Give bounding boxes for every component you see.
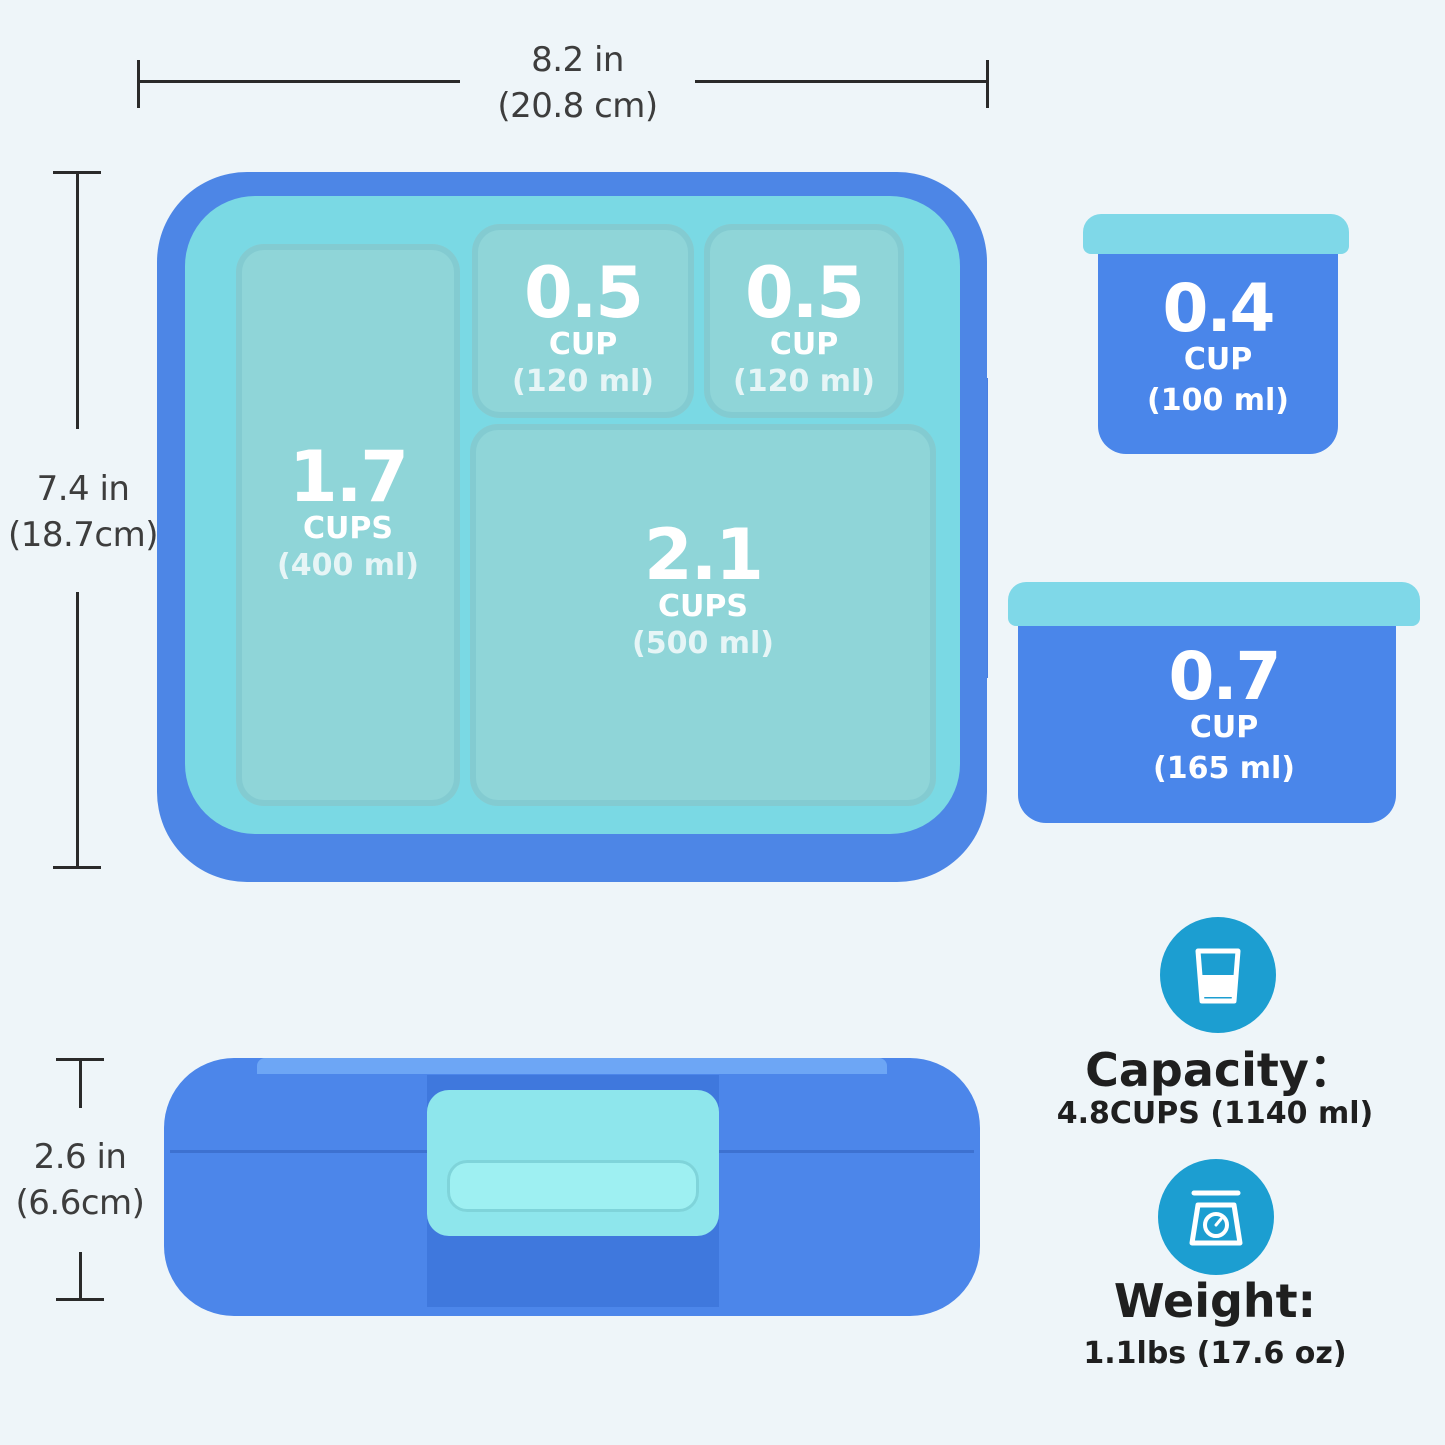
compartment-ml: (400 ml) <box>276 548 420 583</box>
height-dimension-label: 2.6 in (6.6cm) <box>6 1134 154 1226</box>
compartment-unit: CUPS <box>303 511 393 546</box>
length-dimension-line-top <box>76 171 79 429</box>
length-inches: 7.4 in <box>36 469 130 509</box>
scale-icon <box>1158 1159 1274 1275</box>
container-unit: CUP <box>1189 710 1259 745</box>
width-dimension-tick-left <box>137 60 140 108</box>
length-cm: (18.7cm) <box>7 515 159 555</box>
glass-icon <box>1160 917 1276 1033</box>
height-dimension-line-bottom <box>79 1252 82 1300</box>
compartment-large-right: 2.1 CUPS (500 ml) <box>470 424 936 806</box>
compartment-large-left: 1.7 CUPS (400 ml) <box>236 244 460 806</box>
container-ml: (165 ml) <box>1152 751 1296 786</box>
length-dimension-label: 7.4 in (18.7cm) <box>4 466 162 558</box>
compartment-small-1: 0.5 CUP (120 ml) <box>472 224 694 418</box>
bento-box-side-lid-edge <box>257 1058 887 1074</box>
container-unit: CUP <box>1183 342 1253 377</box>
compartment-ml: (500 ml) <box>631 626 775 661</box>
width-cm: (20.8 cm) <box>497 86 658 126</box>
container-medium-label: 0.7 CUP (165 ml) <box>1028 644 1420 792</box>
container-amount: 0.4 <box>1162 270 1276 347</box>
compartment-ml: (120 ml) <box>511 364 655 399</box>
width-dimension-label: 8.2 in (20.8 cm) <box>460 37 695 129</box>
compartment-amount: 1.7 <box>288 436 409 518</box>
height-dimension-line-top <box>79 1058 82 1108</box>
height-cm: (6.6cm) <box>15 1183 145 1223</box>
width-dimension-line-right <box>695 80 988 83</box>
capacity-title: Capacity： <box>1085 1043 1355 1097</box>
container-ml: (100 ml) <box>1146 383 1290 418</box>
compartment-unit: CUPS <box>658 589 748 624</box>
box-front-latch <box>420 836 720 882</box>
bento-box-clasp-grip <box>447 1160 699 1212</box>
height-inches: 2.6 in <box>33 1137 127 1177</box>
compartment-small-2: 0.5 CUP (120 ml) <box>704 224 904 418</box>
compartment-amount: 0.5 <box>744 252 865 334</box>
container-medium <box>1018 605 1396 823</box>
width-inches: 8.2 in <box>531 40 624 80</box>
container-small <box>1098 238 1338 454</box>
width-dimension-line-left <box>138 80 460 83</box>
compartment-amount: 0.5 <box>523 252 644 334</box>
container-amount: 0.7 <box>1168 638 1282 715</box>
width-dimension-tick-right <box>986 60 989 108</box>
compartment-ml: (120 ml) <box>732 364 876 399</box>
compartment-unit: CUP <box>769 327 839 362</box>
length-dimension-line-bottom <box>76 592 79 868</box>
container-medium-lid <box>1008 582 1420 626</box>
container-small-lid <box>1083 214 1349 254</box>
compartment-unit: CUP <box>548 327 618 362</box>
capacity-value: 4.8CUPS (1140 ml) <box>1056 1096 1374 1131</box>
length-dimension-tick-bottom <box>53 866 101 869</box>
container-small-label: 0.4 CUP (100 ml) <box>1098 276 1338 424</box>
compartment-amount: 2.1 <box>643 514 764 596</box>
height-dimension-tick-bottom <box>56 1298 104 1301</box>
weight-title: Weight: <box>1113 1274 1317 1328</box>
weight-value: 1.1lbs (17.6 oz) <box>1083 1336 1347 1371</box>
